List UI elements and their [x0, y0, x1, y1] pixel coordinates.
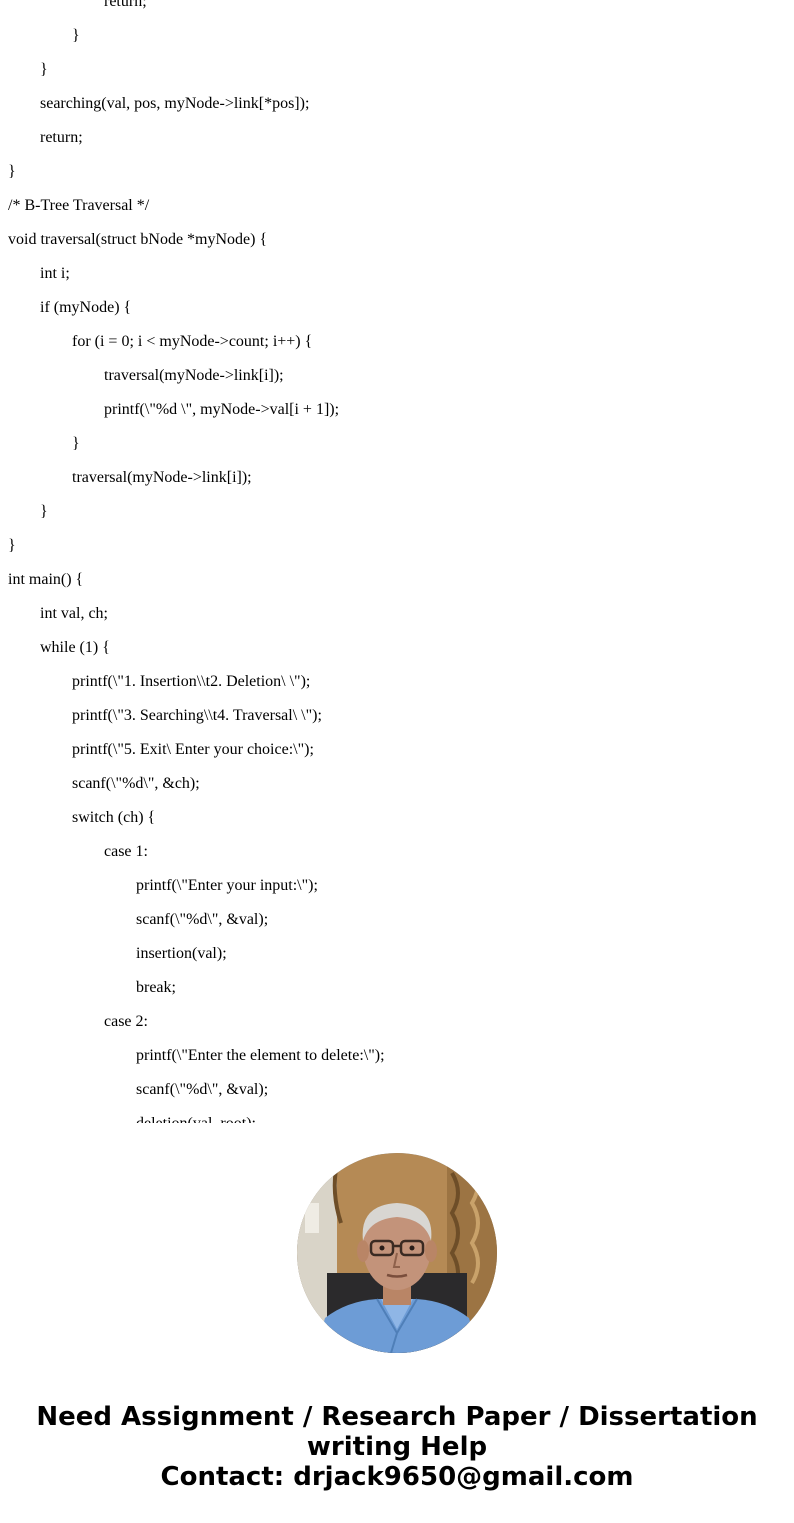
code-line: deletion(val, root); — [136, 1107, 256, 1123]
code-line: printf(\"3. Searching\\t4. Traversal\ \"… — [72, 707, 322, 724]
code-line: traversal(myNode->link[i]); — [72, 469, 252, 486]
code-line: scanf(\"%d\", &val); — [136, 911, 269, 928]
code-line: scanf(\"%d\", &ch); — [72, 775, 200, 792]
code-line: printf(\"Enter your input:\"); — [136, 877, 318, 894]
author-avatar — [297, 1153, 497, 1353]
code-line: printf(\"%d \", myNode->val[i + 1]); — [104, 401, 340, 418]
code-line: if (myNode) { — [40, 299, 132, 316]
code-line: searching(val, pos, myNode->link[*pos]); — [40, 95, 310, 112]
code-line: } — [72, 435, 80, 452]
code-line: int i; — [40, 265, 70, 282]
code-line: } — [40, 61, 48, 78]
code-line: return; — [104, 0, 147, 10]
code-line: return; — [40, 129, 83, 146]
code-line: break; — [136, 979, 176, 996]
code-line: } — [8, 537, 16, 554]
code-line: } — [40, 503, 48, 520]
code-line: case 2: — [104, 1013, 148, 1030]
code-viewport: return;}} searching(val, pos, myNode->lin… — [8, 0, 385, 1123]
code-line: printf(\"Enter the element to delete:\")… — [136, 1047, 385, 1064]
code-line: switch (ch) { — [72, 809, 156, 826]
code-line: printf(\"5. Exit\ Enter your choice:\"); — [72, 741, 314, 758]
code-line: traversal(myNode->link[i]); — [104, 367, 284, 384]
promo-banner: Need Assignment / Research Paper / Disse… — [0, 1402, 794, 1492]
code-line: for (i = 0; i < myNode->count; i++) { — [72, 333, 313, 350]
code-line: } — [72, 27, 80, 44]
promo-line-3: Contact: drjack9650@gmail.com — [160, 1462, 634, 1492]
code-line: printf(\"1. Insertion\\t2. Deletion\ \")… — [72, 673, 311, 690]
code-line: } — [8, 163, 16, 180]
code-line: insertion(val); — [136, 945, 227, 962]
code-line: case 1: — [104, 843, 148, 860]
code-line: int main() { — [8, 571, 84, 588]
code-line: /* B-Tree Traversal */ — [8, 197, 150, 214]
code-line: int val, ch; — [40, 605, 108, 622]
code-line: while (1) { — [40, 639, 110, 656]
code-line: scanf(\"%d\", &val); — [136, 1081, 269, 1098]
code-line: void traversal(struct bNode *myNode) { — [8, 231, 268, 248]
promo-line-1: Need Assignment / Research Paper / Disse… — [36, 1402, 758, 1432]
promo-line-2: writing Help — [306, 1432, 488, 1462]
